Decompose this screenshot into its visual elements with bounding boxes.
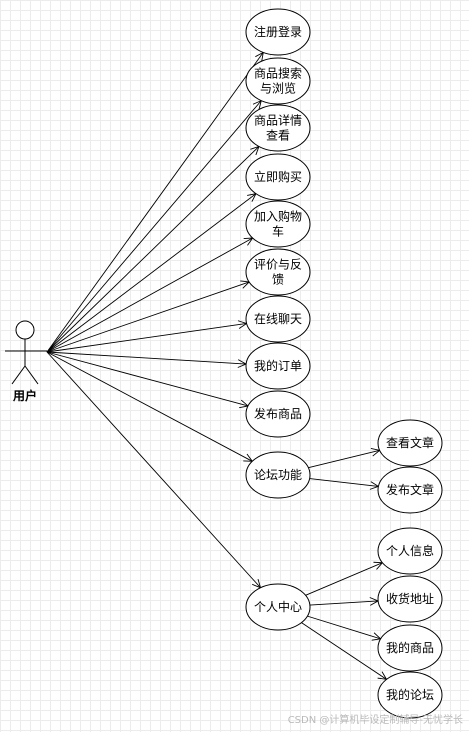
association-personal-center-my-goods: [307, 615, 381, 640]
use-case-label: 馈: [272, 273, 284, 287]
use-case-label: 加入购物: [254, 209, 302, 224]
use-case-label: 收货地址: [386, 591, 434, 606]
use-case-label: 商品详情: [254, 113, 302, 128]
use-case-label: 我的订单: [254, 358, 302, 373]
use-case-label: 在线聊天: [254, 312, 302, 326]
association-actor-my-orders: [46, 351, 247, 365]
use-case-ellipse: [245, 342, 311, 390]
use-case-publish-article[interactable]: 发布文章: [377, 466, 443, 514]
actor-left-leg: [11, 365, 26, 385]
use-case-ellipse: [245, 451, 311, 499]
use-case-label: 立即购买: [254, 169, 302, 184]
use-case-my-forum[interactable]: 我的论坛: [377, 671, 443, 719]
use-case-label: 我的商品: [386, 640, 434, 655]
use-case-label: 发布文章: [386, 482, 434, 497]
use-case-label: 个人中心: [254, 599, 302, 614]
association-actor-add-cart: [46, 237, 253, 353]
use-case-my-goods[interactable]: 我的商品: [377, 624, 443, 672]
use-case-ellipse: [377, 671, 443, 719]
watermark: CSDN @计算机毕设定制辅导-无忧学长: [287, 715, 463, 726]
use-case-label: 个人信息: [386, 543, 434, 558]
use-case-ellipse: [245, 8, 311, 56]
association-personal-center-address: [309, 600, 379, 606]
use-case-label: 商品搜索: [254, 66, 302, 81]
use-case-label: 论坛功能: [254, 468, 302, 482]
use-case-label: 车: [272, 224, 284, 239]
use-case-ellipse: [377, 527, 443, 575]
association-forum-publish-article: [309, 478, 379, 487]
actor-right-leg: [24, 365, 39, 385]
use-case-ellipse: [245, 200, 311, 248]
use-case-label: 查看: [266, 129, 290, 143]
use-case-my-orders[interactable]: 我的订单: [245, 342, 311, 390]
use-case-publish-goods[interactable]: 发布商品: [245, 390, 311, 438]
use-case-label: 与浏览: [260, 81, 296, 96]
use-case-ellipse: [245, 295, 311, 343]
association-actor-review: [46, 281, 250, 353]
association-actor-register: [46, 52, 264, 353]
use-case-label: 注册登录: [254, 24, 302, 39]
use-case-chat[interactable]: 在线聊天: [245, 295, 311, 343]
use-case-label: 我的论坛: [386, 687, 434, 702]
use-case-ellipse: [245, 390, 311, 438]
use-case-ellipse: [245, 248, 311, 296]
association-forum-view-article: [308, 449, 380, 469]
use-case-ellipse: [245, 57, 311, 105]
use-case-forum[interactable]: 论坛功能: [245, 451, 311, 499]
use-case-ellipse: [377, 466, 443, 514]
use-case-nodes: 注册登录商品搜索与浏览商品详情查看立即购买加入购物车评价与反馈在线聊天我的订单发…: [245, 8, 443, 719]
use-case-ellipse: [377, 575, 443, 623]
association-actor-search: [46, 100, 262, 353]
use-case-personal-center[interactable]: 个人中心: [245, 583, 311, 631]
use-case-personal-info[interactable]: 个人信息: [377, 527, 443, 575]
association-actor-personal-center: [46, 351, 261, 589]
association-actor-detail: [46, 146, 260, 353]
association-actor-chat: [46, 323, 247, 353]
association-actor-forum: [46, 351, 253, 462]
use-case-ellipse: [245, 153, 311, 201]
use-case-ellipse: [377, 624, 443, 672]
association-actor-publish-goods: [46, 351, 249, 407]
use-case-buy-now[interactable]: 立即购买: [245, 153, 311, 201]
use-case-address[interactable]: 收货地址: [377, 575, 443, 623]
use-case-view-article[interactable]: 查看文章: [377, 419, 443, 467]
use-case-ellipse: [377, 419, 443, 467]
association-actor-buy-now: [46, 193, 257, 353]
use-case-ellipse: [245, 104, 311, 152]
use-case-label: 查看文章: [386, 435, 434, 450]
association-personal-center-my-forum: [301, 622, 387, 680]
actor-head: [15, 320, 35, 340]
association-lines: [46, 51, 388, 680]
actor-user: 用户: [5, 320, 47, 403]
use-case-label: 发布商品: [254, 406, 302, 421]
use-case-register[interactable]: 注册登录: [245, 8, 311, 56]
actor-label: 用户: [12, 388, 37, 403]
use-case-label: 评价与反: [254, 258, 302, 272]
use-case-ellipse: [245, 583, 311, 631]
association-personal-center-personal-info: [305, 562, 383, 596]
